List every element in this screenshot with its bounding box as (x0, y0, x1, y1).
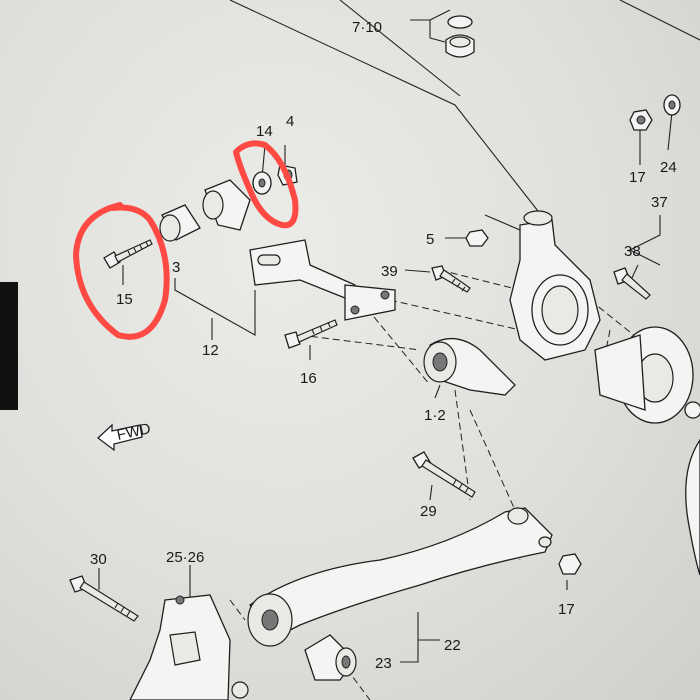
part-22-lower-arm (247, 507, 553, 647)
label-4: 4 (286, 113, 294, 130)
label-16: 16 (300, 370, 317, 387)
label-5: 5 (426, 231, 434, 248)
left-edge-shadow (0, 282, 18, 410)
part-14-washer (252, 171, 272, 195)
label-38: 38 (624, 243, 641, 260)
label-17-top: 17 (629, 169, 646, 186)
part-1-2-bushing (423, 338, 516, 396)
leader-7-10 (410, 9, 451, 43)
label-29: 29 (420, 503, 437, 520)
frame-line-top-2 (339, 0, 461, 97)
leader-1-2 (434, 384, 441, 399)
part-5-nut (465, 229, 489, 247)
bracket-12 (174, 278, 256, 340)
label-14: 14 (256, 123, 273, 140)
fwd-label: FWD (115, 420, 152, 444)
label-12: 12 (202, 342, 219, 359)
bracket-22 (400, 612, 440, 663)
part-23-bushing (304, 634, 357, 681)
fwd-arrow-icon (96, 423, 143, 452)
part-29-bolt (412, 451, 476, 498)
label-24: 24 (660, 159, 677, 176)
part-7-10-bushing (445, 15, 475, 58)
label-1-2: 1·2 (424, 407, 446, 424)
label-7-10: 7·10 (352, 19, 382, 36)
part-38-bolt (613, 267, 651, 300)
part-17-nut-top (629, 109, 653, 131)
label-15: 15 (116, 291, 133, 308)
wheel-hub (594, 326, 700, 424)
dash-lines-mid (359, 299, 521, 386)
label-17-bottom: 17 (558, 601, 575, 618)
part-15-bolt (103, 239, 153, 269)
leader-29 (429, 484, 433, 501)
part-39-bolt (431, 265, 471, 293)
label-23: 23 (375, 655, 392, 672)
frame-line-top (229, 0, 546, 221)
dash-lines-bolts (299, 269, 521, 351)
part-24-washer (663, 94, 681, 116)
label-25-26: 25·26 (166, 549, 204, 566)
part-30-bolt (69, 575, 139, 622)
label-22: 22 (444, 637, 461, 654)
wheel-edge (685, 438, 700, 576)
part-3-bushing (159, 179, 251, 242)
leader-17-24 (639, 111, 673, 165)
frame-line-top-right (619, 0, 700, 41)
label-39: 39 (381, 263, 398, 280)
label-30: 30 (90, 551, 107, 568)
leader-39 (404, 269, 431, 273)
label-3: 3 (172, 259, 180, 276)
dash-lines-bottom (229, 599, 371, 700)
part-17-nut-bottom (558, 553, 582, 575)
label-37: 37 (651, 194, 668, 211)
part-12-rod-assembly (249, 239, 396, 321)
steering-knuckle (509, 210, 601, 361)
part-16-bolt (284, 319, 338, 349)
highlight-circle-washer-14 (233, 140, 299, 229)
part-25-26-bracket (129, 594, 249, 700)
highlight-circle-bolt-15 (72, 202, 170, 340)
